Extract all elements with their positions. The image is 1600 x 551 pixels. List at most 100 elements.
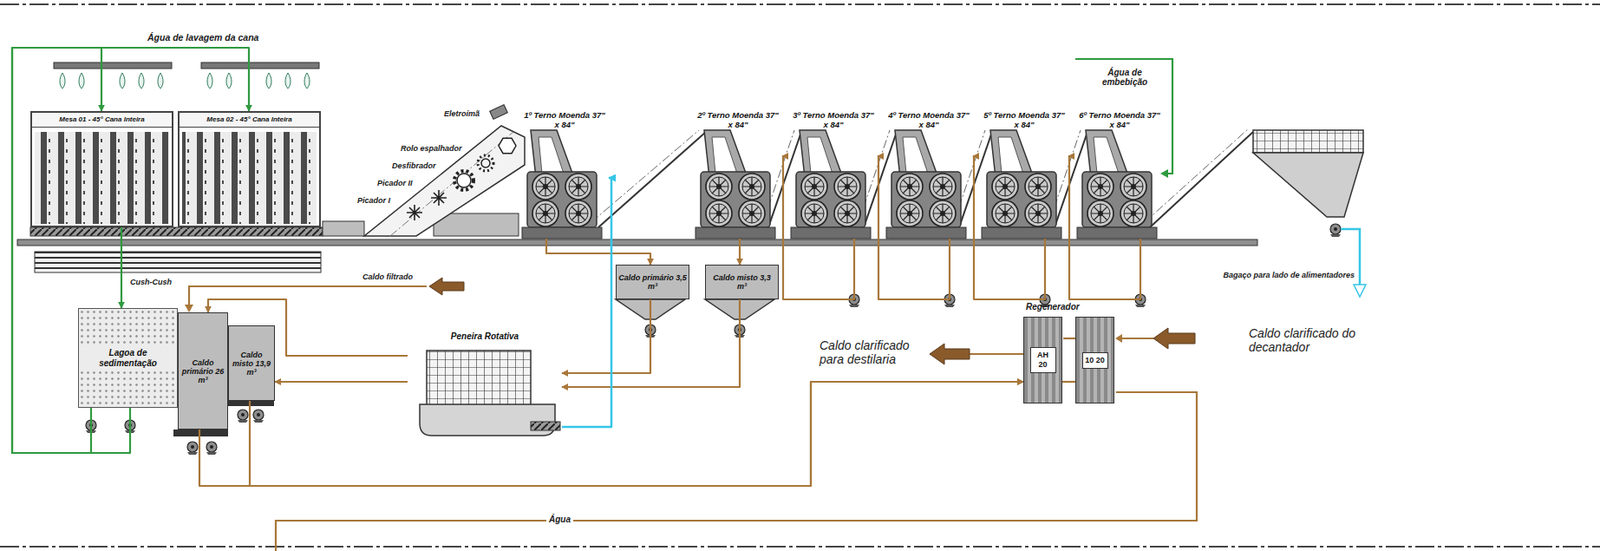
annotation-label: Caldo clarificado do decantador <box>1248 326 1366 354</box>
intermediate-conveyors <box>598 131 706 228</box>
node-text: 2º Terno Moenda 37" x 84" <box>693 108 783 130</box>
bagasse-hopper <box>1330 223 1341 237</box>
spray-bars <box>285 72 291 89</box>
filtered-juice-line <box>184 277 464 313</box>
flow-line <box>12 47 249 453</box>
mill-illustration <box>1082 171 1152 228</box>
mill-illustration <box>896 200 923 227</box>
mill-illustration <box>796 171 866 228</box>
mill-illustration <box>801 200 828 227</box>
mill-illustration <box>738 200 765 227</box>
clarified-juice-lines <box>969 352 1024 355</box>
cane-preparation <box>457 173 471 188</box>
flow-line <box>561 299 651 373</box>
juice-tank: Caldo primário 26 m³ <box>177 312 229 430</box>
cane-preparation <box>498 137 516 153</box>
feed-table: Mesa 02 - 45° Cana Inteira <box>177 111 321 228</box>
wash-water-pumps <box>85 419 136 433</box>
bagasse-hopper <box>1253 130 1364 153</box>
mill-illustration <box>801 173 828 200</box>
mill-illustration <box>998 137 1024 174</box>
imbibition-water-line <box>1160 169 1169 178</box>
feed-tables <box>182 131 317 224</box>
mill-tandem: 1º Terno Moenda 37" x 84" <box>520 108 609 239</box>
juice-hoppers <box>615 299 775 338</box>
tank-stands <box>237 409 249 423</box>
rotary-screen <box>419 404 556 436</box>
mill-tandem: 4º Terno Moenda 37" x 84" <box>884 108 974 239</box>
heat-exchanger: 10 20 <box>1075 316 1115 404</box>
mill-illustration <box>992 173 1019 200</box>
rotary-screen <box>419 350 561 436</box>
mill-illustration <box>532 173 559 200</box>
cane-preparation <box>489 104 509 120</box>
page-frame <box>0 4 1600 547</box>
imbibition-water-line <box>1075 58 1173 174</box>
mill-illustration <box>929 200 956 227</box>
cane-preparation <box>406 204 423 221</box>
mill-illustration <box>790 130 871 239</box>
mill-illustration <box>807 137 833 174</box>
node-text: Mesa 02 - 45° Cana Inteira <box>179 112 320 128</box>
annotation-label: Eletroímã <box>444 109 480 119</box>
rotary-screen <box>426 350 531 406</box>
node-text: Peneira Rotativa <box>450 329 519 342</box>
mill-illustration <box>1087 173 1114 200</box>
mill-illustration <box>834 173 861 200</box>
annotation-label: Regenerador <box>1025 301 1080 312</box>
mill-illustration <box>1120 173 1147 200</box>
page-frame <box>0 3 1600 6</box>
annotation-label: Caldo filtrado <box>362 272 413 282</box>
mill-illustration <box>1085 130 1130 178</box>
tank-stands <box>206 441 217 455</box>
mill-illustration <box>522 227 602 239</box>
mill-illustration <box>527 171 597 228</box>
feed-tables <box>30 227 323 236</box>
mill-illustration <box>790 227 871 239</box>
flow-line <box>120 227 123 308</box>
node-text: Caldo misto 13,9 m³ <box>228 348 275 379</box>
node-text: 6º Terno Moenda 37" x 84" <box>1075 108 1164 130</box>
mill-tandem: 5º Terno Moenda 37" x 84" <box>979 108 1069 239</box>
mill-illustration <box>1093 137 1119 174</box>
flow-line <box>1062 380 1076 383</box>
flow-line <box>274 380 408 383</box>
mill-illustration <box>894 130 939 178</box>
annotation-label: Água de embebição <box>1094 67 1156 87</box>
mill-illustration <box>1120 200 1147 227</box>
annotation-label: Água de lavagem da cana <box>147 32 259 43</box>
intermediate-conveyors <box>591 128 1254 228</box>
mill-illustration <box>530 130 575 178</box>
tank-stands <box>253 409 264 423</box>
node-text: AH 20 <box>1030 346 1057 373</box>
filtered-juice-line <box>189 286 427 306</box>
node-text: Caldo primário 26 m³ <box>178 356 228 386</box>
clarified-juice-lines <box>1120 337 1154 340</box>
floor-bar <box>17 239 1258 246</box>
feed-tables <box>34 131 170 224</box>
mill-illustration <box>1087 200 1114 227</box>
rotary-screen: Peneira Rotativa <box>407 329 562 438</box>
flow-line <box>561 299 740 387</box>
cane-preparation <box>364 125 525 236</box>
mill-illustration <box>532 200 559 227</box>
mill-illustration <box>695 227 776 239</box>
node-text: Caldo primário 3,5 m³ <box>616 271 689 293</box>
page-frame <box>0 545 1600 548</box>
mill-illustration <box>886 130 967 239</box>
mill-illustration <box>992 200 1019 227</box>
mill-illustration <box>538 137 564 174</box>
mill-illustration <box>1025 173 1052 200</box>
juice-hopper: Caldo primário 3,5 m³ <box>615 264 690 300</box>
mill-illustration <box>705 173 732 200</box>
mill-illustration <box>1077 130 1157 239</box>
filtered-juice-line <box>184 304 194 313</box>
water-line <box>275 391 1197 551</box>
flow-line <box>546 238 651 265</box>
floor-bar <box>17 239 1258 246</box>
spray-bars <box>266 72 272 89</box>
clarified-juice-lines <box>1063 337 1076 340</box>
mill-illustration <box>891 171 961 228</box>
spray-bars <box>78 72 85 89</box>
